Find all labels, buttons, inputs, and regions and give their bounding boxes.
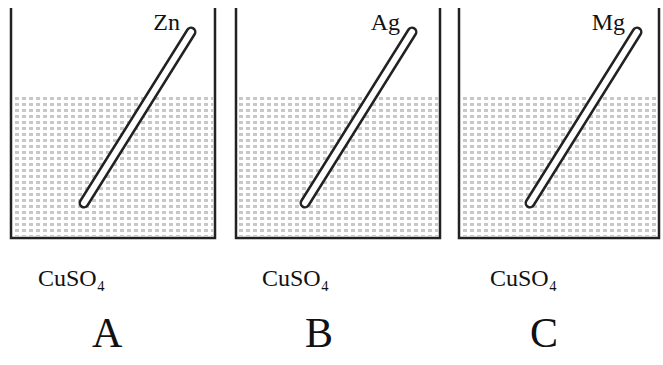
silver-rod-inner [305,32,412,203]
beaker-c [459,8,659,238]
silver-rod [305,32,412,203]
metal-label: Zn [153,10,180,34]
beaker-wall [236,8,440,238]
solution-label: CuSO₄ [490,266,557,290]
zinc-rod-inner [84,32,191,203]
beaker-letter: A [92,312,122,354]
solution-label: CuSO₄ [38,266,105,290]
zinc-rod [84,32,191,203]
beaker-a [11,8,215,238]
magnesium-rod-inner [530,32,637,203]
beaker-wall [459,8,659,238]
solution [238,95,438,236]
solution-label: CuSO₄ [262,266,329,290]
beaker-letter: C [530,312,558,354]
beaker-b [236,8,440,238]
magnesium-rod [530,32,637,203]
beaker-wall [11,8,215,238]
beaker-letter: B [305,312,333,354]
metal-label: Mg [592,10,625,34]
metal-label: Ag [371,10,400,34]
